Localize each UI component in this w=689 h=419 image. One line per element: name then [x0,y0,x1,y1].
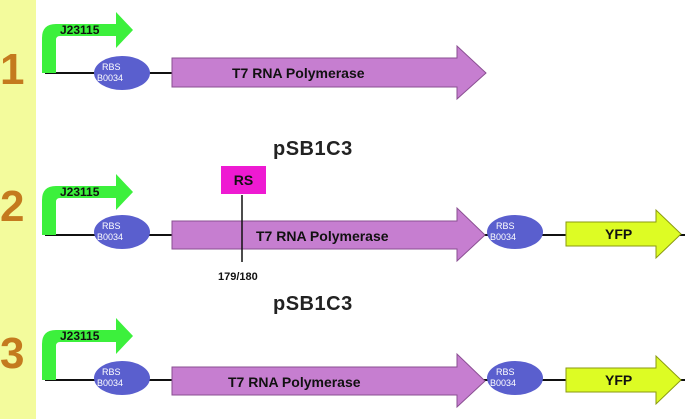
rbs-ellipse-2 [94,215,150,249]
restriction-site-box: RS [221,166,266,194]
rbs-label-1a: RBS [102,62,121,72]
t7-gene-label-2: T7 RNA Polymerase [256,228,389,244]
rbs-ellipse-2b [487,215,543,249]
promoter-label-2: J23115 [60,185,100,199]
yfp-gene-label-2: YFP [605,226,632,242]
construct-row-1: J23115 RBS B0034 T7 RNA Polymerase [42,12,487,101]
rbs-ellipse-3 [94,361,150,395]
row-number-2: 2 [0,182,25,231]
promoter-arrow-3 [42,318,133,380]
rbs2-label-2b: B0034 [490,232,516,242]
plasmid-label-1: pSB1C3 [273,138,353,160]
restriction-site-position: 179/180 [218,271,258,283]
row-number-3: 3 [0,329,25,378]
plasmid-label-2: pSB1C3 [273,293,353,315]
construct-row-3: J23115 RBS B0034 T7 RNA Polymerase RBS B… [42,318,685,409]
rbs2-label-3b: B0034 [490,378,516,388]
rbs2-label-3a: RBS [496,367,515,377]
construct-row-2: J23115 RBS B0034 T7 RNA Polymerase RBS B… [42,174,685,263]
yfp-gene-arrow-3 [565,354,682,406]
t7-gene-arrow-3 [171,352,486,409]
promoter-label-3: J23115 [60,329,100,343]
t7-gene-arrow-2 [171,206,486,263]
rbs2-label-2a: RBS [496,221,515,231]
rbs-label-3b: B0034 [97,378,123,388]
promoter-label-1: J23115 [60,23,100,37]
promoter-arrow-2 [42,174,133,235]
rbs-ellipse-1 [94,56,150,90]
t7-gene-label-3: T7 RNA Polymerase [228,374,361,390]
side-band [0,0,36,419]
rbs-label-1b: B0034 [97,73,123,83]
rbs-label-2a: RBS [102,221,121,231]
rbs-label-2b: B0034 [97,232,123,242]
row-number-1: 1 [0,45,25,94]
rbs-ellipse-3b [487,361,543,395]
t7-gene-arrow-1 [171,44,487,101]
yfp-gene-label-3: YFP [605,372,632,388]
yfp-gene-arrow-2 [565,208,682,260]
rbs-label-3a: RBS [102,367,121,377]
promoter-arrow-1 [42,12,133,73]
t7-gene-label-1: T7 RNA Polymerase [232,65,365,81]
